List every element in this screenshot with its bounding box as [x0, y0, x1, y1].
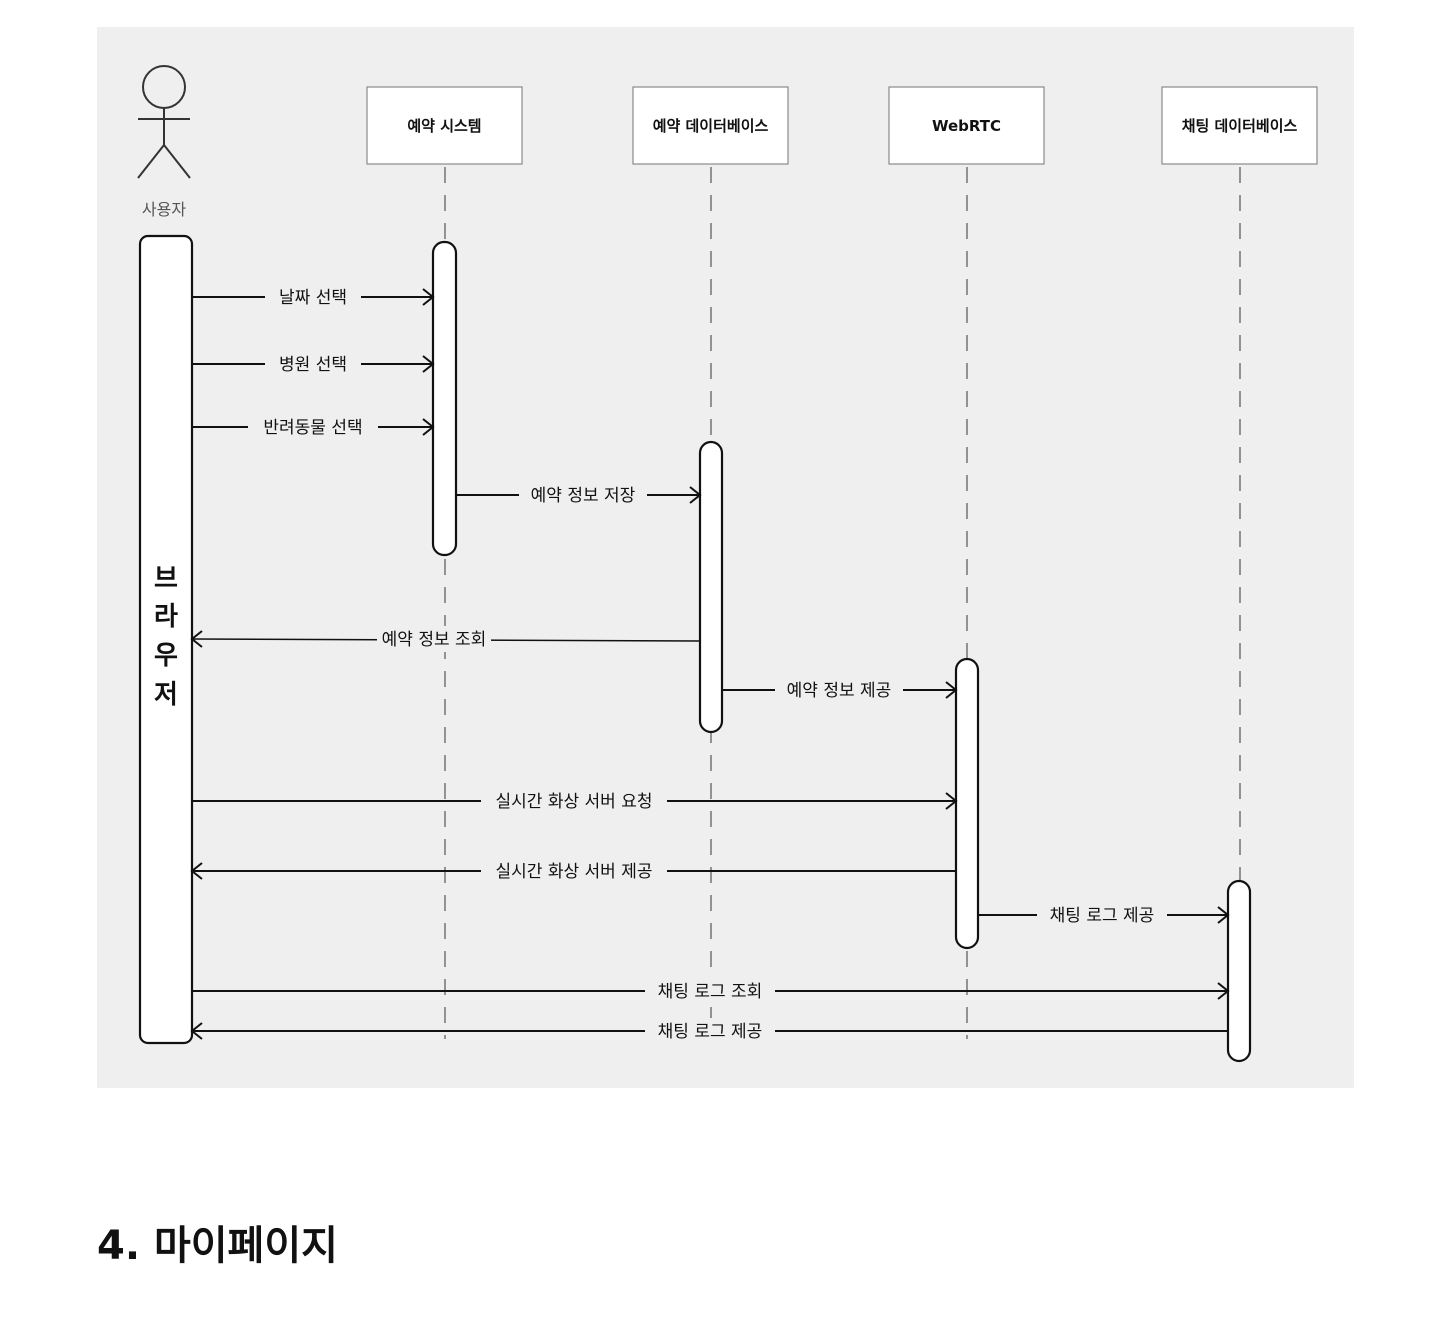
message-select-hospital: 병원 선택 — [192, 351, 435, 377]
participant-reservation-system: 예약 시스템 — [366, 86, 523, 165]
message-select-pet: 반려동물 선택 — [192, 414, 435, 440]
message-label: 실시간 화상 서버 제공 — [496, 862, 653, 882]
message-label: 반려동물 선택 — [263, 418, 362, 438]
actor-user: 사용자 — [137, 65, 191, 219]
browser-label-char: 저 — [154, 680, 178, 710]
activation-reservation-db — [698, 440, 724, 734]
message-provide-reservation: 예약 정보 제공 — [722, 677, 958, 703]
message-label: 실시간 화상 서버 요청 — [496, 792, 653, 812]
participant-label: 예약 시스템 — [407, 117, 481, 135]
message-label: 채팅 로그 제공 — [658, 1022, 763, 1042]
message-label: 채팅 로그 제공 — [1050, 906, 1155, 926]
message-query-reservation: 예약 정보 조회 — [190, 626, 701, 652]
message-select-date: 날짜 선택 — [192, 284, 435, 310]
participant-label: WebRTC — [932, 117, 1001, 135]
message-query-chat-log: 채팅 로그 조회 — [192, 978, 1230, 1004]
message-label: 예약 정보 조회 — [382, 630, 487, 650]
message-label: 날짜 선택 — [279, 288, 347, 308]
message-label: 예약 정보 제공 — [787, 681, 892, 701]
message-label: 병원 선택 — [279, 355, 347, 375]
message-save-reservation: 예약 정보 저장 — [456, 482, 702, 508]
activation-webrtc — [954, 657, 980, 950]
activation-reservation-system — [431, 240, 458, 557]
section-heading: 4. 마이페이지 — [97, 1223, 338, 1269]
browser-label-char: 라 — [154, 602, 178, 632]
sequence-diagram: 사용자 예약 시스템 예약 데이터베이스 WebRTC 채팅 데이터베이스 브 … — [137, 65, 1318, 1063]
stick-figure-icon — [137, 65, 191, 179]
actor-label: 사용자 — [142, 200, 186, 219]
participant-reservation-db: 예약 데이터베이스 — [632, 86, 789, 165]
browser-lifeline-bar: 브 라 우 저 — [138, 234, 194, 1045]
message-request-video-server: 실시간 화상 서버 요청 — [192, 788, 958, 814]
message-provide-chat-log: 채팅 로그 제공 — [978, 902, 1230, 928]
message-label: 예약 정보 저장 — [531, 486, 636, 506]
browser-label-char: 브 — [154, 564, 178, 594]
participant-webrtc: WebRTC — [888, 86, 1045, 165]
activation-chat-db — [1226, 879, 1252, 1063]
message-provide-video-server: 실시간 화상 서버 제공 — [190, 858, 956, 884]
message-return-chat-log: 채팅 로그 제공 — [190, 1018, 1228, 1044]
participant-chat-db: 채팅 데이터베이스 — [1161, 86, 1318, 165]
message-label: 채팅 로그 조회 — [658, 982, 763, 1002]
participant-label: 채팅 데이터베이스 — [1182, 117, 1298, 135]
participant-label: 예약 데이터베이스 — [653, 117, 769, 135]
browser-label-char: 우 — [154, 641, 178, 671]
